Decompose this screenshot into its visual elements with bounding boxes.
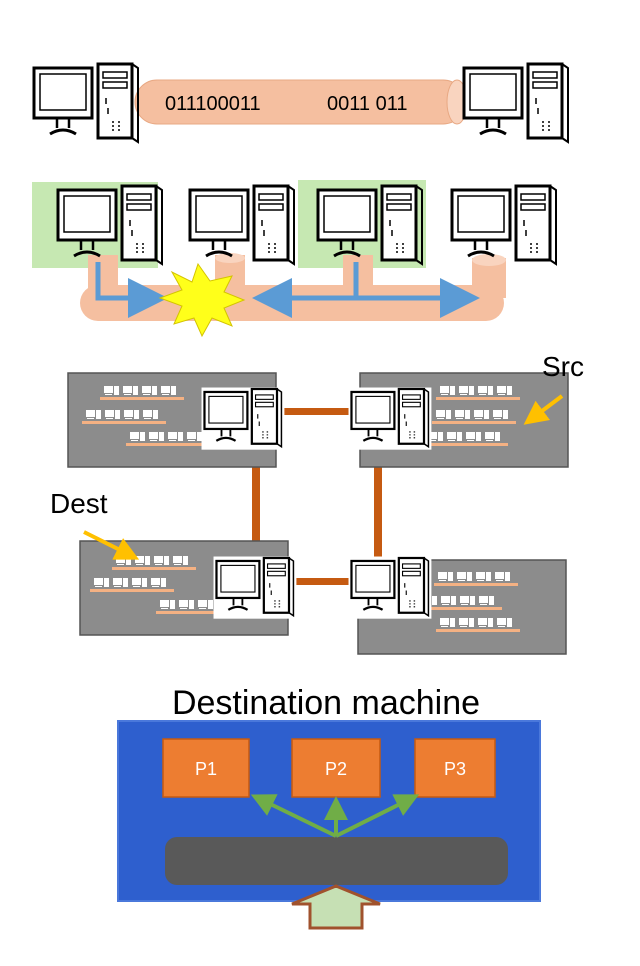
src-label: Src bbox=[542, 351, 584, 382]
link-right bbox=[374, 440, 382, 560]
point-to-point-panel: 011100011 0011 011 bbox=[32, 62, 570, 144]
demux-arrow-p1 bbox=[250, 794, 337, 838]
process-p2: P2 bbox=[291, 738, 381, 798]
link-left bbox=[252, 440, 260, 560]
link-top bbox=[262, 408, 372, 415]
svg-text:P3: P3 bbox=[444, 759, 466, 779]
shared-bus-panel bbox=[32, 180, 558, 338]
incoming-arrow bbox=[291, 884, 381, 930]
collision-icon bbox=[158, 262, 246, 338]
bits-left: 011100011 bbox=[165, 93, 261, 115]
bus-pipe bbox=[80, 285, 504, 321]
link-bottom bbox=[262, 578, 372, 585]
demux-arrow-p3 bbox=[335, 794, 420, 838]
computer-icon bbox=[32, 62, 140, 144]
computer-icon bbox=[450, 184, 558, 266]
bits-right: 0011 011 bbox=[327, 93, 407, 115]
computer-icon bbox=[188, 184, 296, 266]
svg-text:P1: P1 bbox=[195, 759, 217, 779]
destination-machine-panel: Destination machine P1 P2 P3 bbox=[117, 684, 541, 930]
machine-title: Destination machine bbox=[172, 684, 480, 722]
lan-icon bbox=[100, 386, 184, 400]
dest-arrow bbox=[83, 530, 140, 560]
computer-icon bbox=[462, 62, 570, 144]
src-arrow bbox=[523, 394, 564, 425]
internetwork-panel: Src Dest bbox=[50, 351, 584, 655]
dest-label: Dest bbox=[50, 488, 108, 519]
process-p1: P1 bbox=[162, 738, 250, 798]
svg-text:P2: P2 bbox=[325, 759, 347, 779]
nic-icon bbox=[165, 837, 508, 885]
process-p3: P3 bbox=[414, 738, 496, 798]
signal-arrow-left bbox=[95, 262, 168, 318]
